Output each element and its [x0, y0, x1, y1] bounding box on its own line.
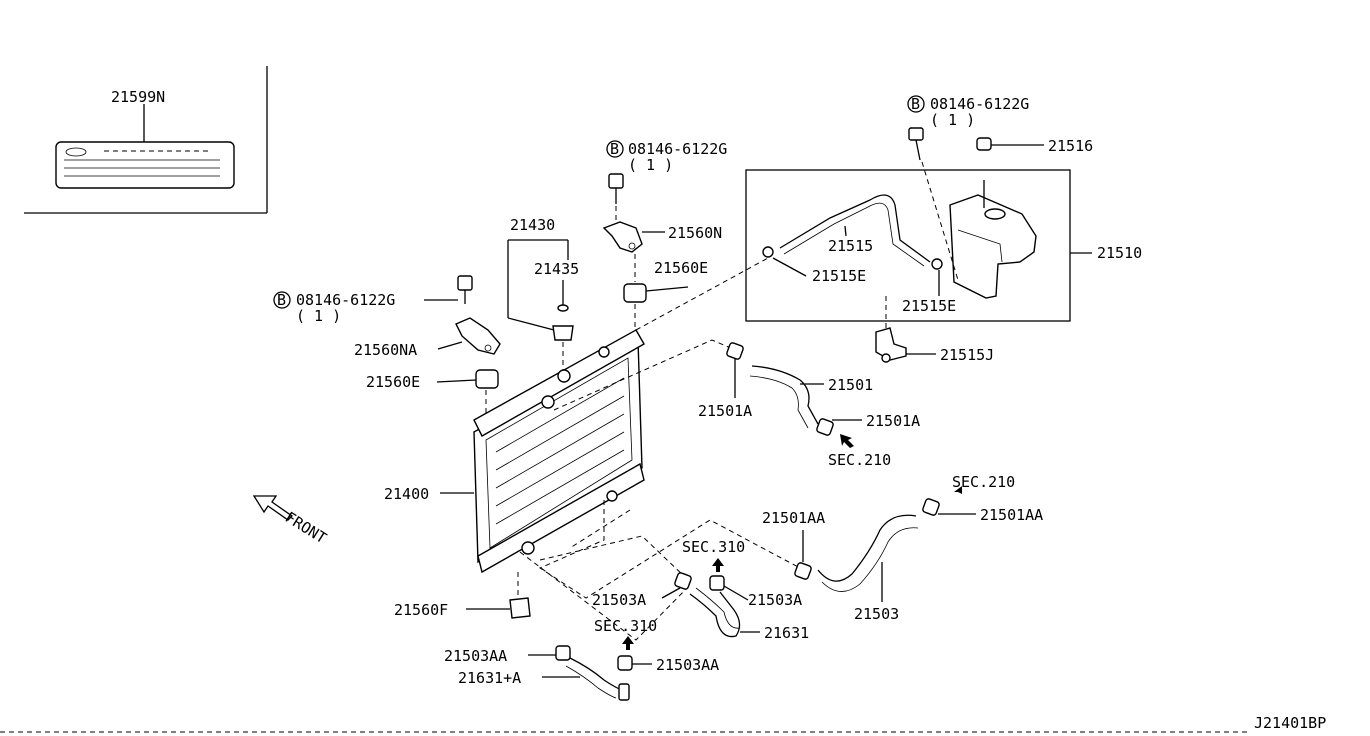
- bolt-marker-l: B: [277, 291, 286, 309]
- sec-ref-310-b: SEC.310: [594, 617, 657, 635]
- reservoir-cap-21516: [976, 137, 992, 151]
- hose-clip-left: [762, 246, 774, 258]
- bracket-21560NA: [455, 317, 501, 355]
- bolt-marker-icon-tc: [606, 140, 624, 158]
- direction-arrow-sec310-b: [622, 636, 634, 650]
- part-label-21560N: 21560N: [668, 224, 722, 242]
- radiator-core-21400: [473, 329, 645, 574]
- caution-label-plate: [55, 141, 235, 189]
- bolt-qty-tc: ( 1 ): [628, 156, 673, 174]
- part-label-21503A-left: 21503A: [592, 591, 646, 609]
- part-label-21510: 21510: [1097, 244, 1142, 262]
- bolt-marker-icon-tr: [907, 95, 925, 113]
- sec-ref-310-a: SEC.310: [682, 538, 745, 556]
- part-label-21516: 21516: [1048, 137, 1093, 155]
- part-label-21599N: 21599N: [111, 88, 165, 106]
- hose-clamp-21501AA-mid: [794, 562, 812, 580]
- part-label-21515: 21515: [828, 237, 873, 255]
- bracket-21560N: [602, 221, 643, 253]
- front-label: FRONT: [282, 508, 330, 547]
- grommet-21560E-top: [623, 283, 647, 303]
- bolt-label-l: 08146-6122G: [296, 291, 395, 309]
- bolt-marker-tc: B: [610, 140, 619, 158]
- direction-arrow-sec310-a: [712, 558, 724, 572]
- part-label-21501AA-mid: 21501AA: [762, 509, 825, 527]
- bypass-hose-21631: [689, 591, 741, 638]
- part-label-21501A-right: 21501A: [866, 412, 920, 430]
- hose-clamp-21503AA-left: [555, 645, 571, 661]
- direction-arrow-sec210-a: [840, 434, 854, 448]
- gasket-21435: [557, 304, 569, 312]
- bolt-marker-tr: B: [911, 95, 920, 113]
- part-label-21501AA-right: 21501AA: [980, 506, 1043, 524]
- bolt-marker-icon-l: [273, 291, 291, 309]
- bolt-label-tr: 08146-6122G: [930, 95, 1029, 113]
- bolt-qty-l: ( 1 ): [296, 307, 341, 325]
- reservoir-assembly-box: [745, 169, 1092, 322]
- radiator-cap-21430: [552, 325, 574, 341]
- hose-clamp-21503AA-right: [617, 655, 633, 671]
- bolt-tr: [908, 127, 924, 141]
- hose-clamp-21501AA-right: [922, 498, 940, 516]
- lower-hose-21503: [817, 514, 917, 582]
- part-label-21501: 21501: [828, 376, 873, 394]
- part-label-21503AA-right: 21503AA: [656, 656, 719, 674]
- part-label-21515E-left: 21515E: [812, 267, 866, 285]
- hose-clip-right: [931, 258, 943, 270]
- bypass-hose-21631A: [569, 657, 625, 701]
- label-inset-panel: [24, 66, 268, 214]
- bracket-21515J: [875, 327, 907, 361]
- part-label-21631: 21631: [764, 624, 809, 642]
- part-label-21560NA: 21560NA: [354, 341, 417, 359]
- upper-hose-21501: [751, 365, 819, 425]
- grommet-21560E-left: [475, 369, 499, 389]
- part-label-21400: 21400: [384, 485, 429, 503]
- part-label-21503AA-left: 21503AA: [444, 647, 507, 665]
- part-label-21560E-left: 21560E: [366, 373, 420, 391]
- sec-ref-210-a: SEC.210: [828, 451, 891, 469]
- reservoir-cap: [984, 208, 1006, 220]
- part-label-21430: 21430: [510, 216, 555, 234]
- part-label-21515E-right: 21515E: [902, 297, 956, 315]
- part-label-21501A-left: 21501A: [698, 402, 752, 420]
- direction-arrow-sec210-b: [950, 486, 962, 500]
- brand-emblem-icon: [65, 147, 87, 157]
- drain-plug-21560F: [509, 597, 531, 619]
- overflow-hose: [779, 194, 931, 263]
- part-label-21560F: 21560F: [394, 601, 448, 619]
- bolt-label-tc: 08146-6122G: [628, 140, 727, 158]
- part-label-21515J: 21515J: [940, 346, 994, 364]
- hose-clamp-21503A-left: [674, 572, 692, 590]
- hose-clamp-21501A-right: [816, 418, 834, 436]
- part-label-21560E-top: 21560E: [654, 259, 708, 277]
- part-label-21503A-right: 21503A: [748, 591, 802, 609]
- hose-clamp-21503A-right: [709, 575, 725, 591]
- bolt-qty-tr: ( 1 ): [930, 111, 975, 129]
- bolt-l: [457, 275, 473, 291]
- hose-clamp-21501A-left: [726, 342, 744, 360]
- front-direction-arrow-icon: [252, 495, 294, 521]
- reservoir-tank: [949, 194, 1037, 299]
- diagram-code: J21401BP: [1254, 714, 1326, 732]
- part-label-21631A: 21631+A: [458, 669, 521, 687]
- part-label-21435: 21435: [534, 260, 579, 278]
- sec-ref-210-b: SEC.210: [952, 473, 1015, 491]
- bolt-tc: [608, 173, 624, 189]
- part-label-21503: 21503: [854, 605, 899, 623]
